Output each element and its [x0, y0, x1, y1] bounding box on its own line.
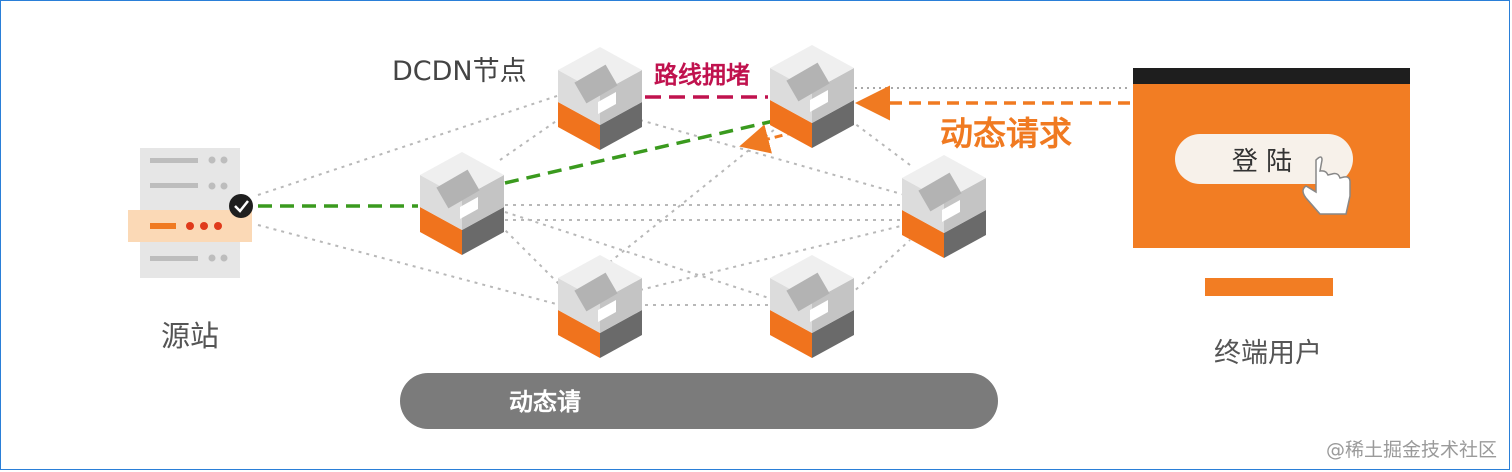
node-bottom-right	[770, 255, 854, 358]
green-path	[258, 118, 779, 208]
network-links	[257, 87, 1130, 306]
link-origin-bottomleft	[257, 224, 561, 306]
node-left	[420, 152, 504, 255]
congestion-label: 路线拥堵	[654, 61, 750, 89]
origin-server-icon	[128, 148, 252, 278]
dynamic-request-label: 动态请求	[940, 114, 1072, 153]
login-button[interactable]	[1175, 134, 1353, 184]
node-top-left	[558, 47, 642, 150]
login-button-label: 登 陆	[1232, 147, 1292, 177]
pointer-hand-icon	[1302, 156, 1351, 215]
link-left-bottomleft	[499, 224, 566, 291]
node-top-right	[770, 45, 854, 148]
link-bottomleft-right	[639, 224, 906, 291]
check-icon	[229, 194, 253, 218]
link-origin-topleft	[257, 94, 561, 196]
dcdn-nodes-label: DCDN节点	[392, 56, 527, 87]
link-topright-bottomleft	[599, 124, 781, 271]
bottom-bar-label: 动态请	[509, 388, 581, 416]
link-topleft-right	[639, 119, 906, 196]
node-right	[902, 155, 986, 258]
link-left-topleft	[499, 114, 566, 161]
bottom-bar	[400, 373, 998, 429]
origin-label: 源站	[161, 319, 219, 353]
link-topright-right	[849, 119, 911, 166]
end-user-label: 终端用户	[1214, 338, 1322, 369]
request-arrow-forward	[739, 124, 796, 154]
link-bottomright-right	[849, 239, 911, 296]
watermark: @稀土掘金技术社区	[1326, 439, 1497, 461]
node-bottom-left	[558, 255, 642, 358]
